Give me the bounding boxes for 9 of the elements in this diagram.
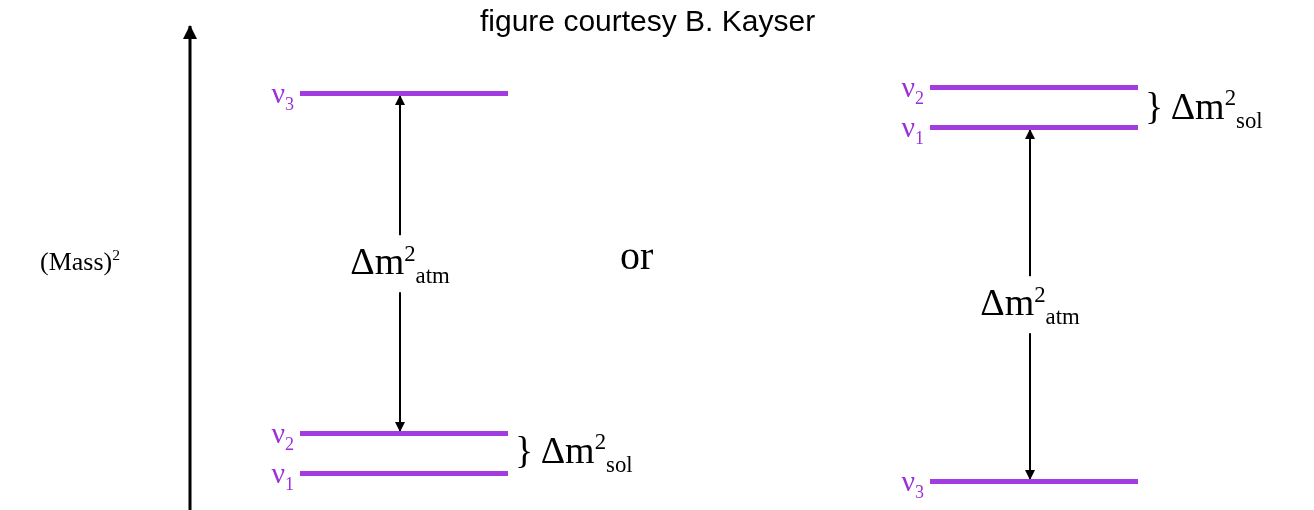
conjunction-text: or xyxy=(620,232,654,279)
caption: figure courtesy B. Kayser xyxy=(480,4,816,38)
neutrino-label: ν$_{3}$ xyxy=(270,76,294,116)
neutrino-label: ν$_{1}$ xyxy=(900,110,924,150)
neutrino-label: ν$_{3}$ xyxy=(900,464,924,504)
neutrino-label: ν$_{2}$ xyxy=(270,416,294,456)
axis-label: (Mass)$^{2}$ xyxy=(40,246,120,277)
neutrino-label: ν$_{2}$ xyxy=(900,70,924,110)
neutrino-label: ν$_{1}$ xyxy=(270,456,294,496)
